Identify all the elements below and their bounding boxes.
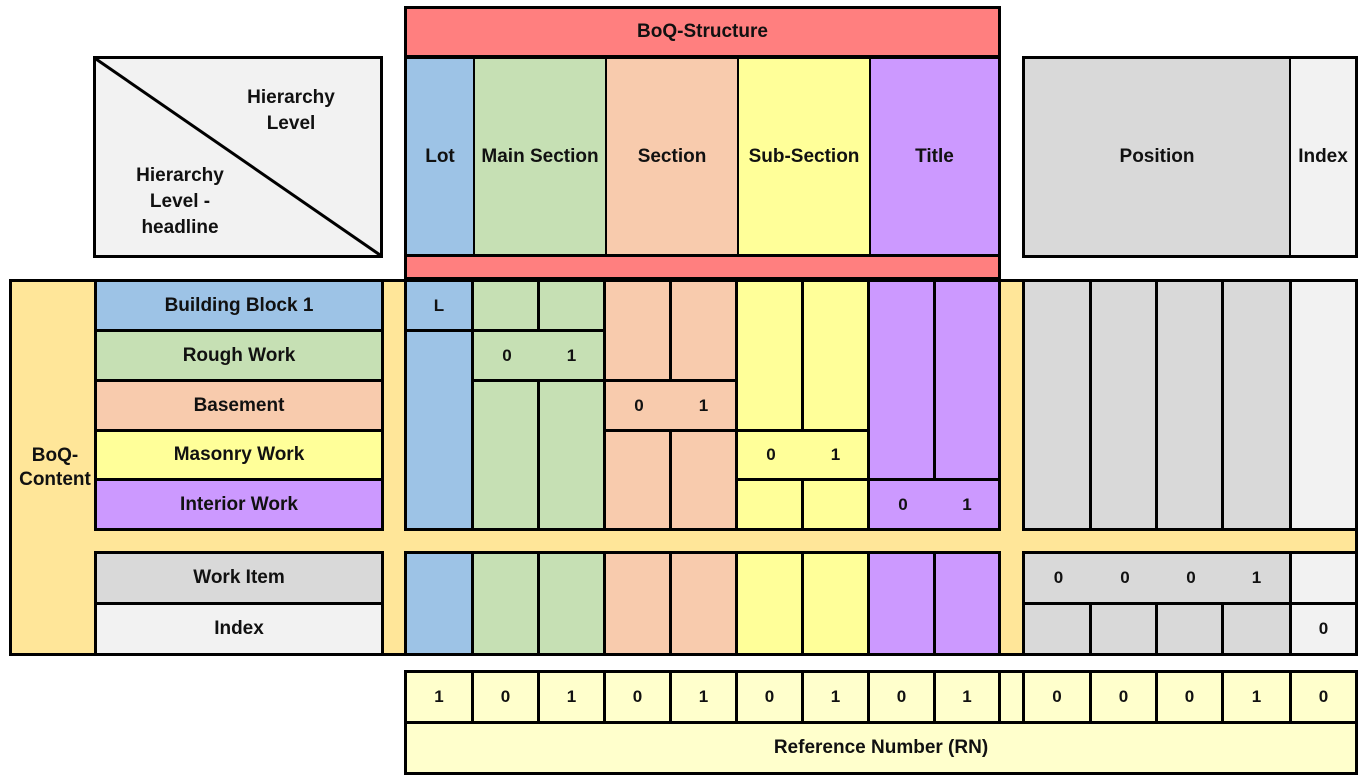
reference-number-digit-8: 1 (936, 673, 998, 721)
reference-number-digit-11: 0 (1158, 673, 1221, 721)
reference-number-digit-0: 1 (407, 673, 471, 721)
sub-section-header: Sub-Section (739, 59, 869, 255)
work-item-rows-box: Work Item Index (94, 551, 384, 656)
diagonal-line (96, 59, 380, 255)
boq-content-label: BoQ-Content (19, 444, 91, 490)
main-section-value-0: 0 (474, 332, 540, 379)
main-section-value-1: 1 (540, 332, 603, 379)
reference-number-label: Reference Number (RN) (407, 724, 1355, 772)
sub-section-value-1: 1 (804, 432, 867, 478)
title-value-1: 1 (936, 481, 998, 528)
position-grid-lower: 0 0 0 1 0 (1022, 551, 1358, 656)
position-header: Position (1119, 146, 1195, 167)
section-header: Section (607, 59, 737, 255)
sub-section-value-0: 0 (738, 432, 804, 478)
hierarchy-corner-box: Hierarchy Level Hierarchy Level - headli… (93, 56, 383, 258)
section-value-1: 1 (672, 382, 735, 429)
position-grid-upper (1022, 279, 1358, 531)
row-work-item: Work Item (97, 554, 381, 602)
main-section-header: Main Section (475, 59, 605, 255)
reference-number-digit-7: 0 (870, 673, 933, 721)
row-index: Index (97, 605, 381, 653)
hierarchy-level-label: Hierarchy Level (247, 87, 335, 134)
structure-grid-upper: L 0 1 0 1 0 1 0 1 (404, 279, 1001, 531)
reference-number-digit-1: 0 (474, 673, 537, 721)
reference-number-digit-3: 0 (606, 673, 669, 721)
boq-structure-banner: BoQ-Structure (404, 6, 1001, 58)
structure-grid-lower (404, 551, 1001, 656)
position-header-box: Position Index (1022, 56, 1358, 258)
reference-number-digit-2: 1 (540, 673, 603, 721)
reference-number-spacer (1001, 673, 1022, 721)
position-value-0: 0 (1025, 554, 1092, 602)
reference-number-digit-13: 0 (1292, 673, 1355, 721)
title-value-0: 0 (870, 481, 936, 528)
section-value-0: 0 (606, 382, 672, 429)
row-building-block: Building Block 1 (97, 282, 381, 329)
lot-header: Lot (407, 59, 473, 255)
row-rough-work: Rough Work (97, 332, 381, 379)
reference-number-digit-5: 0 (738, 673, 801, 721)
position-value-1: 0 (1092, 554, 1158, 602)
row-masonry-work: Masonry Work (97, 432, 381, 478)
row-interior-work: Interior Work (97, 481, 381, 528)
position-value-3: 1 (1224, 554, 1289, 602)
position-value-2: 0 (1158, 554, 1224, 602)
reference-number-digit-10: 0 (1092, 673, 1155, 721)
reference-number-digit-9: 0 (1025, 673, 1089, 721)
boq-structure-header: Lot Main Section Section Sub-Section Tit… (404, 56, 1001, 280)
lot-cell-value: L (407, 282, 471, 329)
index-value: 0 (1292, 605, 1355, 653)
title-header: Title (871, 59, 998, 255)
index-header: Index (1291, 59, 1355, 255)
hierarchy-level-headline-label: Hierarchy Level - headline (136, 165, 224, 238)
reference-number-digit-12: 1 (1224, 673, 1289, 721)
hierarchy-rows-box: Building Block 1 Rough Work Basement Mas… (94, 279, 384, 531)
reference-number-digit-4: 1 (672, 673, 735, 721)
reference-number-digit-6: 1 (804, 673, 867, 721)
row-basement: Basement (97, 382, 381, 429)
